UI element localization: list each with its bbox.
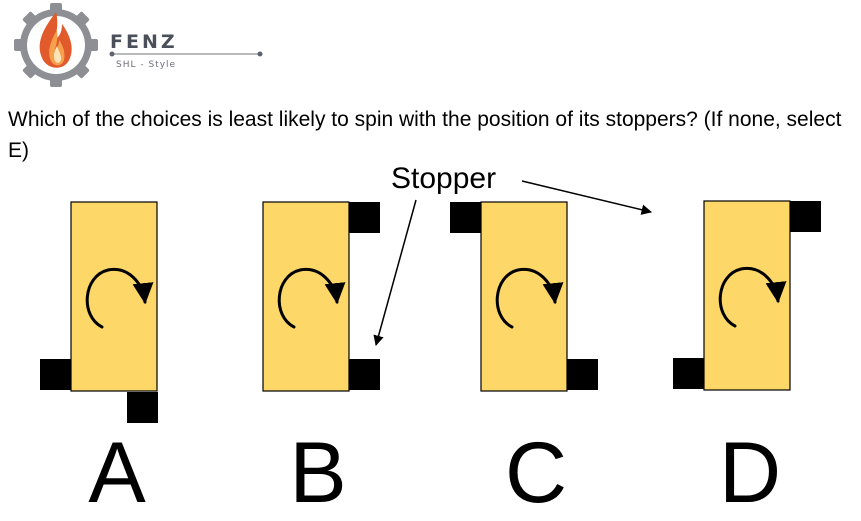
brand-name: FENZ [110,31,178,53]
choice-c-rotation-arrow-icon [495,267,564,329]
choice-a-figure[interactable] [40,201,158,423]
stopper-label: Stopper [391,162,497,195]
stopper-pointer-arrow-b [373,199,417,347]
choice-c-letter[interactable]: C [504,425,568,521]
choice-b-stopper-bottom-right [349,359,380,390]
choice-a-stopper-bottom-right [127,392,158,423]
choice-a-letter[interactable]: A [88,425,146,521]
choice-d-rotation-arrow-icon [718,266,787,328]
logo [14,3,263,87]
choice-b-figure[interactable] [262,201,380,392]
flame-icon [39,12,72,68]
choice-c-figure[interactable] [450,201,598,392]
choice-b-rotation-arrow-icon [277,267,346,329]
choice-c-stopper-bottom-right [567,359,598,390]
choice-d-letter[interactable]: D [718,425,782,521]
choice-d-figure[interactable] [673,200,821,391]
choice-b-letter[interactable]: B [289,425,347,521]
stopper-pointer-arrow-d [521,180,653,215]
brand-tagline: SHL - Style [116,60,177,70]
choice-c-stopper-top-left [450,202,481,233]
choice-a-stopper-bottom-left [40,359,71,390]
question-text: Which of the choices is least likely to … [8,108,842,162]
underline-dot-left [109,51,115,57]
choice-d-stopper-bottom-left [673,358,704,389]
choice-a-rotation-arrow-icon [85,267,154,329]
choice-b-stopper-top-right [349,202,380,233]
underline-dot-right [257,51,263,57]
choice-d-stopper-top-right [790,201,821,232]
